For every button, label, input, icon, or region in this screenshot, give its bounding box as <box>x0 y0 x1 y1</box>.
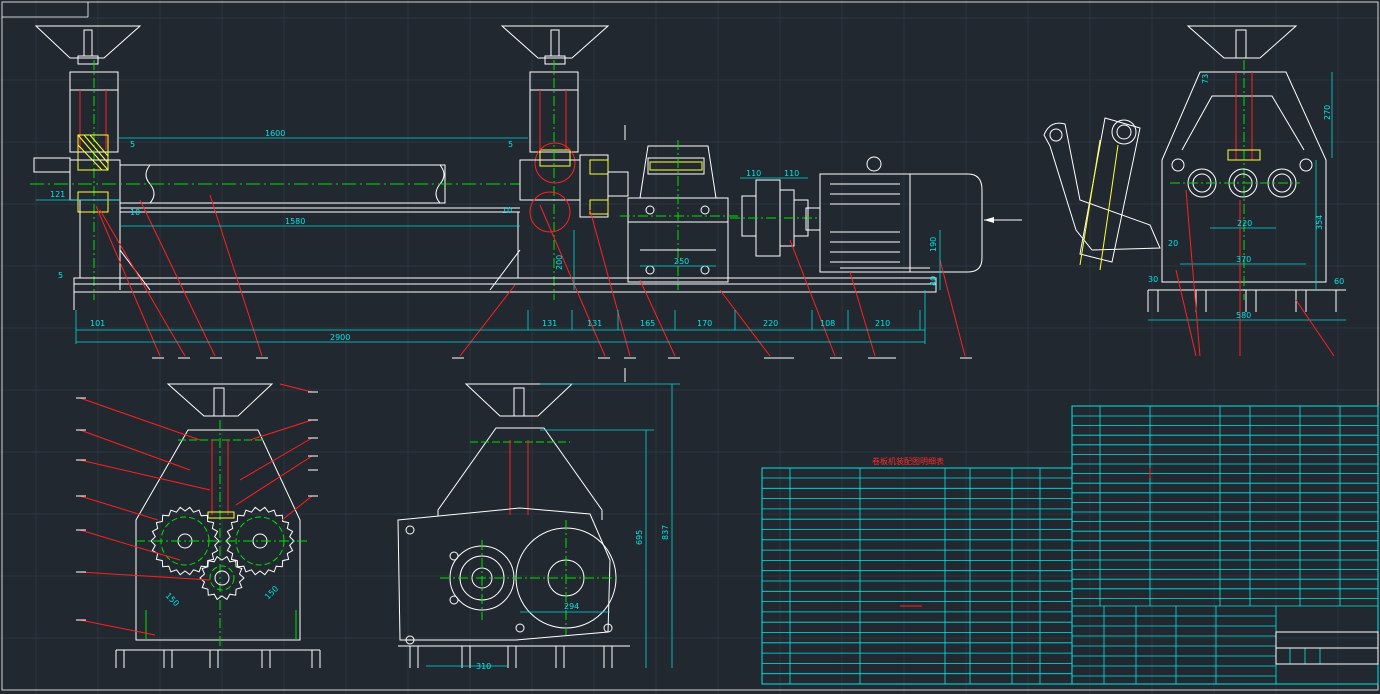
gear-leaders <box>79 383 313 636</box>
gear-view: 150 150 <box>76 383 321 668</box>
bom-caption: 卷板机装配图明细表 <box>872 456 944 466</box>
dim-101: 101 <box>90 319 105 328</box>
dim-220-side: 220 <box>1237 219 1252 228</box>
dim-20: 20 <box>1168 239 1178 248</box>
dim-110-b: 110 <box>784 169 799 178</box>
dim-5-left: 5 <box>130 140 135 149</box>
dim-30: 30 <box>1148 275 1158 284</box>
gear-leader-tabs <box>76 391 318 621</box>
side-frame <box>1161 71 1327 283</box>
dim-210: 210 <box>875 319 890 328</box>
dim-10-right: 10 <box>502 206 512 215</box>
dim-2900: 2900 <box>330 333 350 342</box>
dim-580: 580 <box>1236 311 1251 320</box>
side-leaders <box>1175 189 1335 357</box>
dim-5-base: 5 <box>58 271 63 280</box>
dim-220: 220 <box>763 319 778 328</box>
dim-170: 170 <box>697 319 712 328</box>
dim-190: 190 <box>929 237 938 252</box>
dim-1580: 1580 <box>285 217 305 226</box>
dim-1600: 1600 <box>265 129 285 138</box>
dim-354: 354 <box>1315 215 1324 230</box>
left-housing <box>33 60 121 300</box>
dim-5-right: 5 <box>508 140 513 149</box>
motor <box>805 156 1022 273</box>
dim-60: 60 <box>1334 277 1344 286</box>
front-view: 1600 1580 2900 121 101 5 5 5 10 10 200 1… <box>30 25 1022 359</box>
dim-270: 270 <box>1323 105 1332 120</box>
handwheel-left <box>34 25 142 65</box>
dim-10-left: 10 <box>130 208 140 217</box>
dim-837: 837 <box>661 525 670 540</box>
handwheel-right <box>500 25 610 65</box>
swing-arm <box>1043 117 1161 271</box>
dim-310: 310 <box>476 662 491 671</box>
dim-110-a: 110 <box>746 169 761 178</box>
dimension-lines <box>36 137 941 344</box>
dim-200: 200 <box>555 255 564 270</box>
handwheel-side <box>1186 25 1298 59</box>
dim-250: 250 <box>674 257 689 266</box>
gearbox-view: 695 837 294 310 <box>397 383 680 671</box>
dim-165: 165 <box>640 319 655 328</box>
right-housing <box>519 60 629 300</box>
upper-roll <box>30 164 520 290</box>
gearbox-dim-lines <box>426 383 680 668</box>
title-block-table <box>1071 405 1379 685</box>
dim-131-a: 131 <box>542 319 557 328</box>
gearbox-front <box>620 140 740 290</box>
dim-294: 294 <box>564 602 579 611</box>
dim-370: 370 <box>1236 255 1251 264</box>
dim-131-b: 131 <box>587 319 602 328</box>
dim-40: 40 <box>929 276 938 286</box>
dim-121: 121 <box>50 190 65 199</box>
dim-108: 108 <box>820 319 835 328</box>
side-dim-lines <box>1148 72 1346 321</box>
dim-73: 73 <box>1201 74 1210 84</box>
side-view: 270 220 370 354 580 60 20 30 73 <box>1043 25 1346 357</box>
coupling <box>730 179 820 257</box>
dim-695: 695 <box>635 530 644 545</box>
